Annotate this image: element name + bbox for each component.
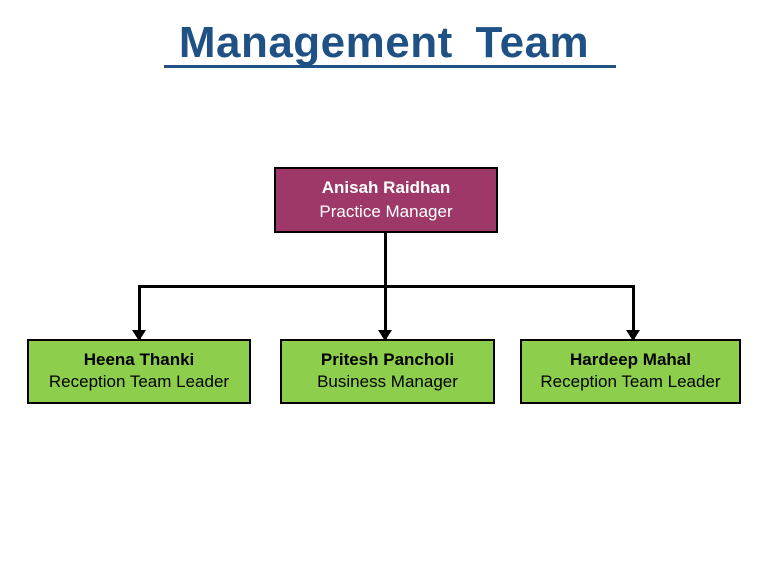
page-title: Management Team [178,18,590,67]
org-node-name: Heena Thanki [83,350,195,369]
org-node-name: Pritesh Pancholi [320,350,455,369]
arrowhead-center-icon [378,330,392,341]
org-node-child-3[interactable]: Hardeep Mahal Reception Team Leader [520,339,741,404]
connector-horizontal-bus [138,285,635,288]
arrowhead-right-icon [626,330,640,341]
org-node-root[interactable]: Anisah Raidhan Practice Manager [274,167,498,233]
arrowhead-left-icon [132,330,146,341]
org-node-role: Practice Manager [319,201,453,221]
connector-drop-left [138,285,141,339]
org-node-role: Business Manager [317,372,458,391]
title-underline-rule [164,65,616,68]
org-node-role: Reception Team Leader [540,372,721,391]
org-node-child-1[interactable]: Heena Thanki Reception Team Leader [27,339,251,404]
org-node-role: Reception Team Leader [48,372,230,391]
org-node-name: Anisah Raidhan [321,177,451,197]
org-node-name: Hardeep Mahal [570,350,691,369]
connector-drop-right [632,285,635,339]
slide-title: Management Team [0,18,768,68]
org-node-child-2[interactable]: Pritesh Pancholi Business Manager [280,339,495,404]
